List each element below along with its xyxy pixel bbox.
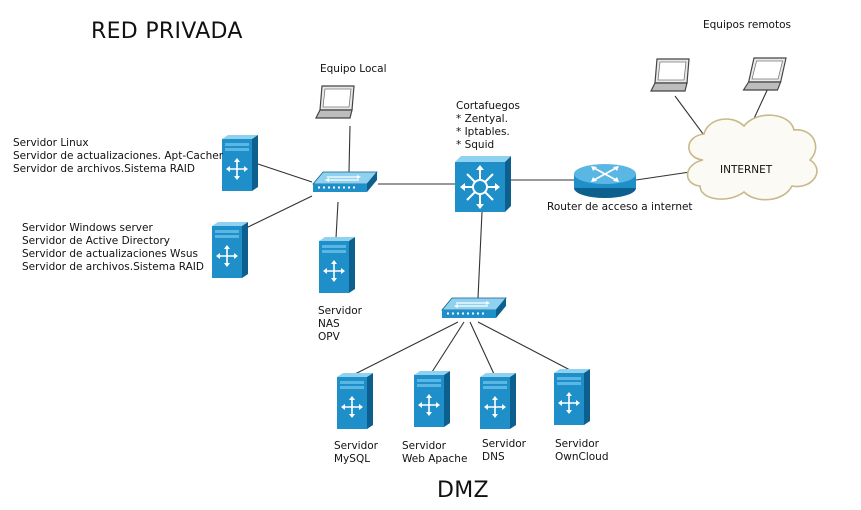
windows-server-label-line: Servidor de Active Directory <box>22 235 170 247</box>
lan-switch-icon <box>312 171 378 193</box>
linux-server-label-line: Servidor de actualizaciones. Apt-Cacher <box>13 150 224 162</box>
link-firewall-dmzswitch <box>477 211 483 299</box>
nas-server-label: Servidor NAS OPV <box>318 305 362 344</box>
firewall-label-line: Cortafuegos <box>456 100 520 112</box>
nas-server-label-line: Servidor <box>318 305 362 317</box>
windows-server-label: Servidor Windows server Servidor de Acti… <box>22 222 204 274</box>
local-computer-icon <box>315 85 355 119</box>
dmz-switch-icon <box>441 297 507 319</box>
internet-cloud <box>686 114 818 201</box>
remote-laptop-icon <box>650 58 690 92</box>
owncloud-server-label-line: Servidor <box>555 438 599 450</box>
nas-server-label-line: NAS <box>318 318 340 330</box>
windows-server-label-line: Servidor Windows server <box>22 222 153 234</box>
owncloud-server-label: Servidor OwnCloud <box>555 438 609 464</box>
dns-server-label-line: DNS <box>482 451 505 463</box>
mysql-server-label: Servidor MySQL <box>334 440 378 466</box>
link-nas-switch <box>335 201 339 239</box>
link-dmz-mysql <box>354 321 459 375</box>
firewall-label-line: * Squid <box>456 139 495 151</box>
apache-server-label-line: Servidor <box>402 440 446 452</box>
apache-server-label-line: Web Apache <box>402 453 468 465</box>
linux-server-icon <box>221 134 259 192</box>
mysql-server-icon <box>336 372 374 430</box>
firewall-label-line: * Zentyal. <box>456 113 508 125</box>
internet-label: INTERNET <box>720 164 773 176</box>
mysql-server-label-line: Servidor <box>334 440 378 452</box>
owncloud-server-label-line: OwnCloud <box>555 451 609 463</box>
link-dmz-owncloud <box>477 321 571 371</box>
dns-server-label-line: Servidor <box>482 438 526 450</box>
windows-server-icon <box>211 221 249 279</box>
firewall-label-line: * Iptables. <box>456 126 510 138</box>
dns-server-label: Servidor DNS <box>482 438 526 464</box>
firewall-icon <box>455 156 511 212</box>
remote-computers-label: Equipos remotos <box>703 19 791 31</box>
linux-server-label-line: Servidor de archivos.Sistema RAID <box>13 163 195 175</box>
windows-server-label-line: Servidor de archivos.Sistema RAID <box>22 261 204 273</box>
link-dmz-apache <box>431 321 465 373</box>
link-linux-switch <box>257 163 313 183</box>
link-windows-switch <box>245 195 313 229</box>
firewall-label: Cortafuegos * Zentyal. * Iptables. * Squ… <box>456 100 520 152</box>
nas-server-icon <box>318 236 356 294</box>
local-computer-label: Equipo Local <box>320 63 387 75</box>
link-dmz-dns <box>469 321 495 375</box>
apache-server-icon <box>413 370 451 428</box>
router-icon <box>574 164 636 198</box>
dns-server-icon <box>479 372 517 430</box>
private-network-title: RED PRIVADA <box>91 19 243 44</box>
windows-server-label-line: Servidor de actualizaciones Wsus <box>22 248 198 260</box>
linux-server-label: Servidor Linux Servidor de actualizacion… <box>13 137 223 176</box>
remote-laptop-2-icon <box>742 57 787 91</box>
router-label: Router de acceso a internet <box>547 201 693 213</box>
nas-server-label-line: OPV <box>318 331 340 343</box>
dmz-title: DMZ <box>437 478 489 503</box>
apache-server-label: Servidor Web Apache <box>402 440 467 466</box>
connections <box>245 83 771 375</box>
owncloud-server-icon <box>553 368 591 426</box>
link-router-internet <box>635 171 691 181</box>
link-local-switch <box>348 125 351 173</box>
mysql-server-label-line: MySQL <box>334 453 371 465</box>
linux-server-label-line: Servidor Linux <box>13 137 89 149</box>
